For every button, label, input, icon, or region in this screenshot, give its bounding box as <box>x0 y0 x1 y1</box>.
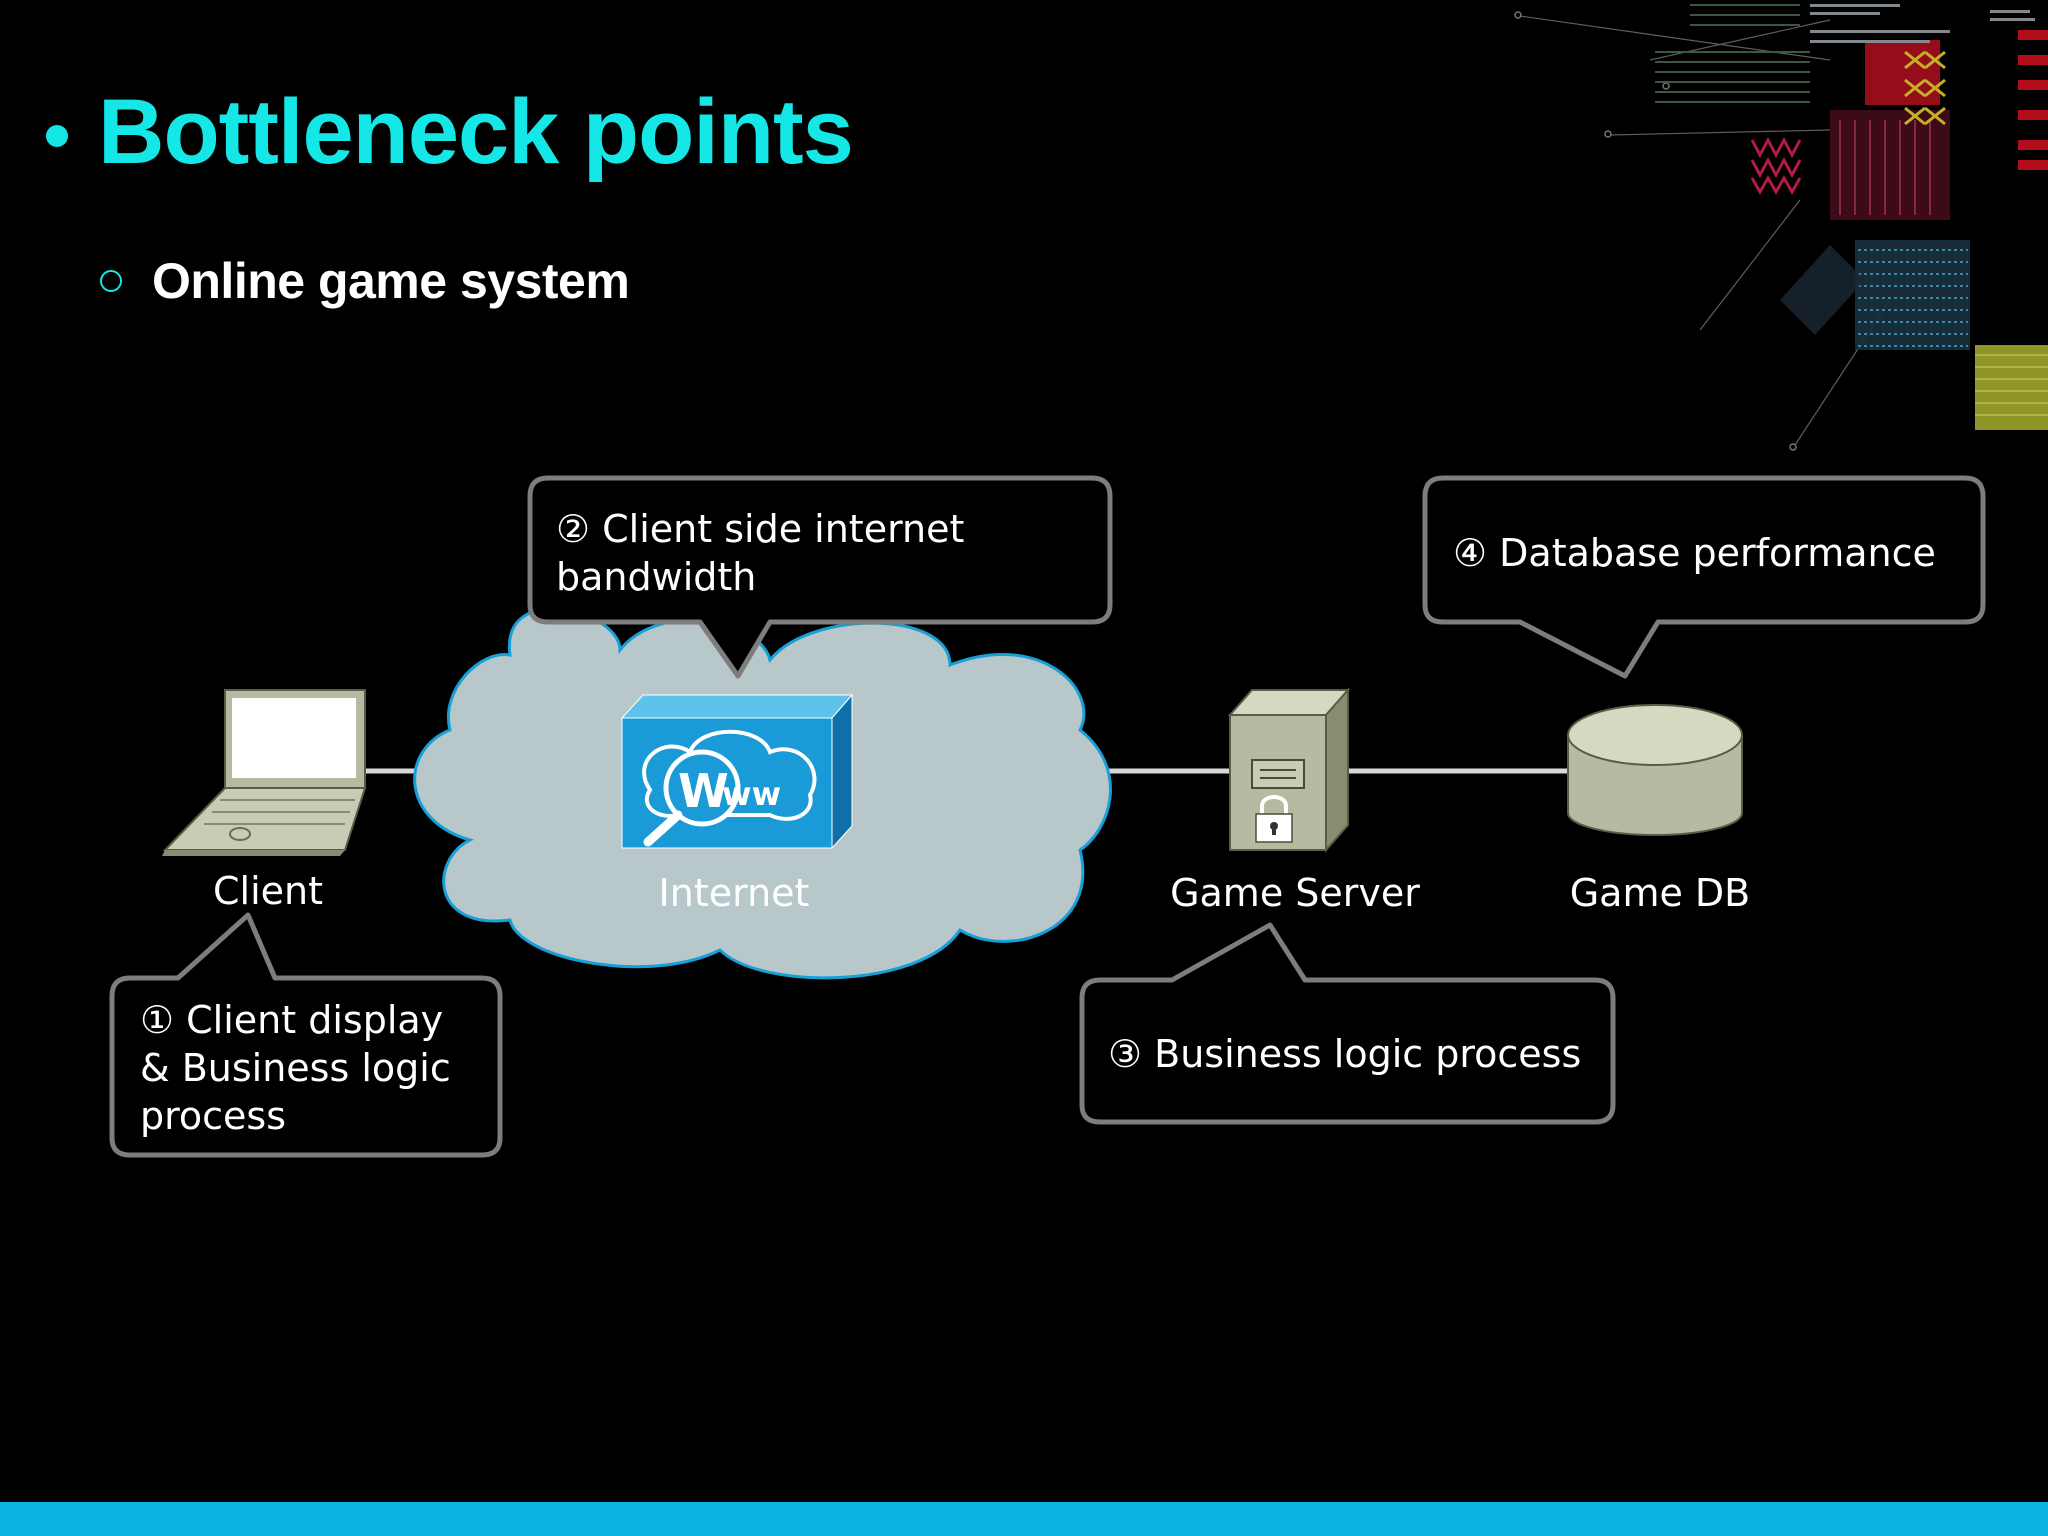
callout-2-line-1: ② Client side internet <box>556 507 964 551</box>
label-game-server: Game Server <box>1170 871 1420 915</box>
callout-1-line-1: ① Client display <box>140 998 443 1042</box>
subtitle-row: Online game system <box>100 252 630 310</box>
callout-1: ① Client display & Business logic proces… <box>109 912 503 1158</box>
slide-title: Bottleneck points <box>98 81 854 183</box>
callout-4: ④ Database performance <box>1422 475 1986 679</box>
database-icon <box>1567 704 1743 836</box>
label-game-db: Game DB <box>1570 871 1751 915</box>
decorative-pattern-icon <box>1514 4 2048 451</box>
callout-3: ③ Business logic process <box>1079 922 1616 1125</box>
label-internet: Internet <box>659 871 810 915</box>
title-row: Bottleneck points <box>46 80 854 185</box>
laptop-icon <box>162 689 367 856</box>
www-letter-w: W <box>678 764 729 818</box>
server-icon <box>1227 687 1351 853</box>
label-client: Client <box>213 869 323 913</box>
title-bullet-icon <box>46 124 68 147</box>
www-letters-ww: ww <box>722 775 781 813</box>
subtitle-bullet-icon <box>100 270 122 292</box>
callout-3-line-1: ③ Business logic process <box>1108 1032 1581 1076</box>
callout-2: ② Client side internet bandwidth <box>527 475 1113 679</box>
www-icon: W ww <box>620 693 854 850</box>
callout-1-line-2: & Business logic <box>140 1046 451 1090</box>
bottom-accent-bar <box>0 1502 2048 1536</box>
callout-1-line-3: process <box>140 1094 286 1138</box>
pattern-grey-lines <box>1655 4 1810 103</box>
slide-subtitle: Online game system <box>152 253 630 309</box>
callout-2-line-2: bandwidth <box>556 555 756 599</box>
callout-4-line-1: ④ Database performance <box>1453 531 1936 575</box>
